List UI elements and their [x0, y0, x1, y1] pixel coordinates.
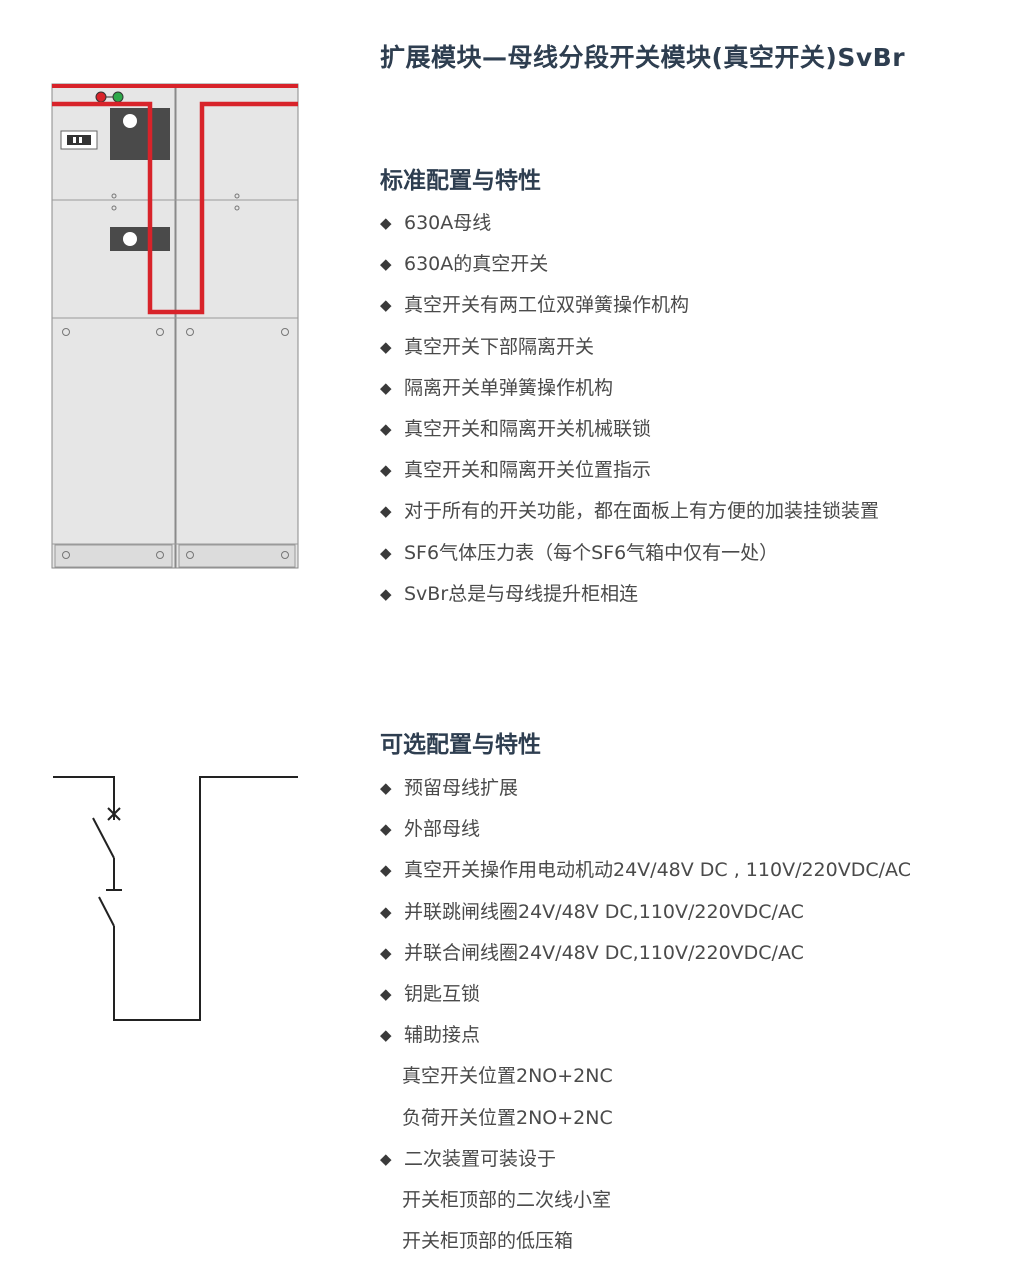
list-item-text: 外部母线	[404, 818, 481, 841]
diamond-bullet-icon: ◆	[380, 902, 392, 921]
list-item-text: 二次装置可装设于	[404, 1147, 557, 1170]
list-item: ◆ 630A母线	[380, 209, 879, 250]
list-item: 开关柜顶部的低压箱	[380, 1227, 911, 1268]
diamond-bullet-icon: ◆	[380, 861, 392, 880]
list-item: ◆ 二次装置可装设于	[380, 1145, 911, 1186]
diamond-bullet-icon: ◆	[380, 943, 392, 962]
list-item: ◆ 真空开关和隔离开关机械联锁	[380, 415, 879, 456]
list-item: ◆ 630A的真空开关	[380, 250, 879, 291]
list-item-text: 真空开关下部隔离开关	[404, 335, 595, 358]
list-item-text: 真空开关有两工位双弹簧操作机构	[404, 294, 690, 317]
list-item: ◆ SvBr总是与母线提升柜相连	[380, 580, 879, 621]
list-item: ◆ SF6气体压力表（每个SF6气箱中仅有一处）	[380, 539, 879, 580]
list-item: ◆ 隔离开关单弹簧操作机构	[380, 374, 879, 415]
list-item: ◆ 外部母线	[380, 815, 911, 856]
list-item-text: 开关柜顶部的二次线小室	[402, 1188, 612, 1211]
upper-mechanism-panel	[110, 108, 170, 160]
list-item: ◆ 真空开关有两工位双弹簧操作机构	[380, 291, 879, 332]
diamond-bullet-icon: ◆	[380, 1149, 392, 1168]
list-item: ◆ 真空开关和隔离开关位置指示	[380, 456, 879, 497]
diamond-bullet-icon: ◆	[380, 502, 392, 521]
list-item: ◆ 真空开关操作用电动机动24V/48V DC , 110V/220VDC/AC	[380, 856, 911, 897]
list-item-text: 负荷开关位置2NO+2NC	[402, 1106, 613, 1129]
diamond-bullet-icon: ◆	[380, 984, 392, 1003]
diamond-bullet-icon: ◆	[380, 820, 392, 839]
diamond-bullet-icon: ◆	[380, 296, 392, 315]
list-item: ◆ 并联跳闸线圈24V/48V DC,110V/220VDC/AC	[380, 898, 911, 939]
list-item-text: 开关柜顶部的低压箱	[402, 1230, 574, 1253]
diamond-bullet-icon: ◆	[380, 584, 392, 603]
list-item: 开关柜顶部的二次线小室	[380, 1186, 911, 1227]
list-item-text: 630A的真空开关	[404, 253, 549, 276]
list-item-text: 对于所有的开关功能，都在面板上有方便的加装挂锁装置	[404, 500, 880, 523]
standard-heading: 标准配置与特性	[380, 168, 541, 194]
list-item: ◆ 真空开关下部隔离开关	[380, 333, 879, 374]
list-item-text: 630A母线	[404, 212, 492, 234]
diamond-bullet-icon: ◆	[380, 1026, 392, 1045]
list-item: ◆ 对于所有的开关功能，都在面板上有方便的加装挂锁装置	[380, 497, 879, 538]
list-item-text: 辅助接点	[404, 1024, 481, 1047]
list-item-text: 并联跳闸线圈24V/48V DC,110V/220VDC/AC	[404, 900, 804, 923]
list-item-text: 并联合闸线圈24V/48V DC,110V/220VDC/AC	[404, 941, 804, 964]
cabinet-left	[51, 83, 176, 569]
pressure-gauge-icon	[60, 130, 98, 150]
list-item-text: SF6气体压力表（每个SF6气箱中仅有一处）	[404, 541, 779, 564]
page-title: 扩展模块—母线分段开关模块(真空开关)SvBr	[380, 43, 906, 72]
list-item-text: 真空开关和隔离开关位置指示	[404, 459, 652, 482]
single-line-diagram	[53, 776, 298, 1021]
diamond-bullet-icon: ◆	[380, 337, 392, 356]
list-item: 负荷开关位置2NO+2NC	[380, 1104, 911, 1145]
list-item: 真空开关位置2NO+2NC	[380, 1062, 911, 1103]
optional-feature-list: ◆ 预留母线扩展 ◆ 外部母线 ◆ 真空开关操作用电动机动24V/48V DC , 110…	[380, 774, 911, 1268]
list-item-text: 预留母线扩展	[404, 777, 519, 799]
list-item: ◆ 并联合闸线圈24V/48V DC,110V/220VDC/AC	[380, 939, 911, 980]
diamond-bullet-icon: ◆	[380, 779, 392, 797]
diamond-bullet-icon: ◆	[380, 419, 392, 438]
lower-mechanism-panel	[110, 227, 170, 251]
diamond-bullet-icon: ◆	[380, 214, 392, 232]
list-item: ◆ 钥匙互锁	[380, 980, 911, 1021]
busbar-path	[52, 101, 298, 315]
list-item: ◆ 辅助接点	[380, 1021, 911, 1062]
diamond-bullet-icon: ◆	[380, 255, 392, 274]
diamond-bullet-icon: ◆	[380, 543, 392, 562]
list-item-text: 隔离开关单弹簧操作机构	[404, 376, 614, 399]
list-item-text: 真空开关和隔离开关机械联锁	[404, 417, 652, 440]
list-item-text: 真空开关位置2NO+2NC	[402, 1065, 613, 1088]
standard-feature-list: ◆ 630A母线 ◆ 630A的真空开关 ◆ 真空开关有两工位双弹簧操作机构 ◆ 真空开关下部…	[380, 209, 879, 621]
list-item-text: 钥匙互锁	[404, 982, 481, 1005]
list-item: ◆ 预留母线扩展	[380, 774, 911, 815]
list-item-text: 真空开关操作用电动机动24V/48V DC , 110V/220VDC/AC	[404, 859, 911, 882]
switchgear-cabinet-drawing	[51, 83, 299, 569]
busbar-top-strip	[52, 84, 298, 88]
diamond-bullet-icon: ◆	[380, 378, 392, 397]
cabinet-right	[175, 83, 299, 569]
optional-heading: 可选配置与特性	[380, 732, 541, 758]
list-item-text: SvBr总是与母线提升柜相连	[404, 582, 639, 605]
diamond-bullet-icon: ◆	[380, 461, 392, 480]
